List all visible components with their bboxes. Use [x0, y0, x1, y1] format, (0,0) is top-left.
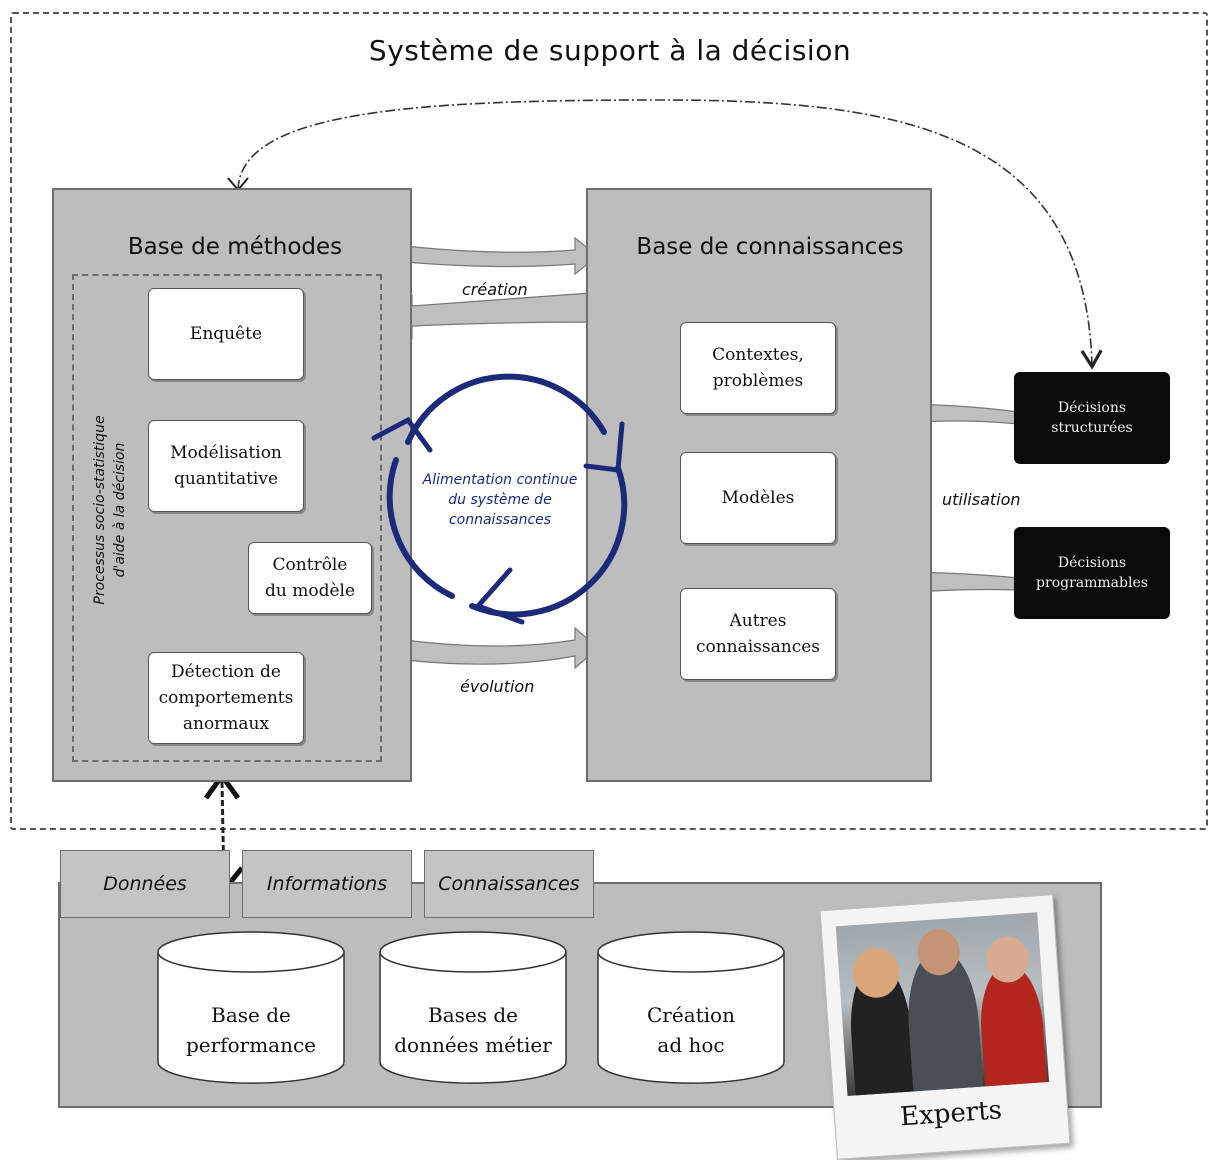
box-modeles[interactable]: Modèles [680, 452, 836, 544]
experts-caption: Experts [899, 1095, 1003, 1133]
cycle-arrows [371, 373, 628, 625]
decision-programmable[interactable]: Décisions programmables [1014, 527, 1170, 619]
process-label: Processus socio-statistique d'aide à la … [92, 415, 128, 605]
box-contextes[interactable]: Contextes, problèmes [680, 322, 836, 414]
cycle-arc-top [405, 373, 607, 445]
knowledge-title: Base de connaissances [636, 234, 904, 260]
cycle-arc-left [386, 457, 455, 599]
label-creation: création [462, 280, 528, 299]
db-performance[interactable]: Base de performance [185, 1003, 316, 1057]
db-adhoc[interactable]: Création ad hoc [647, 1003, 735, 1057]
box-controle[interactable]: Contrôle du modèle [248, 542, 372, 614]
decision-structured[interactable]: Décisions structurées [1014, 372, 1170, 464]
label-evolution: évolution [460, 677, 535, 696]
cylinder-2 [379, 931, 567, 1084]
cycle-text: Alimentation continue du système de conn… [422, 472, 578, 528]
cylinder-3 [597, 931, 785, 1084]
box-autres[interactable]: Autres connaissances [680, 588, 836, 680]
tab-connaissances[interactable]: Connaissances [424, 850, 594, 918]
box-enquete[interactable]: Enquête [148, 288, 304, 380]
process-frame [72, 274, 382, 762]
db-metier[interactable]: Bases de données métier [394, 1003, 552, 1057]
experts-photo-card: Experts [819, 894, 1071, 1160]
box-modelisation[interactable]: Modélisation quantitative [148, 420, 304, 512]
cylinder-1 [157, 931, 345, 1084]
tab-donnees[interactable]: Données [60, 850, 230, 918]
loop-arrow [237, 99, 1103, 370]
methods-title: Base de méthodes [127, 234, 343, 260]
experts-photo [835, 912, 1050, 1096]
tab-informations[interactable]: Informations [242, 850, 412, 918]
label-utilisation: utilisation [942, 490, 1021, 509]
system-frame [10, 12, 1208, 830]
diagram-title: Système de support à la décision [368, 34, 852, 67]
box-detection[interactable]: Détection de comportements anormaux [148, 652, 304, 744]
database-cylinders [157, 931, 785, 1084]
